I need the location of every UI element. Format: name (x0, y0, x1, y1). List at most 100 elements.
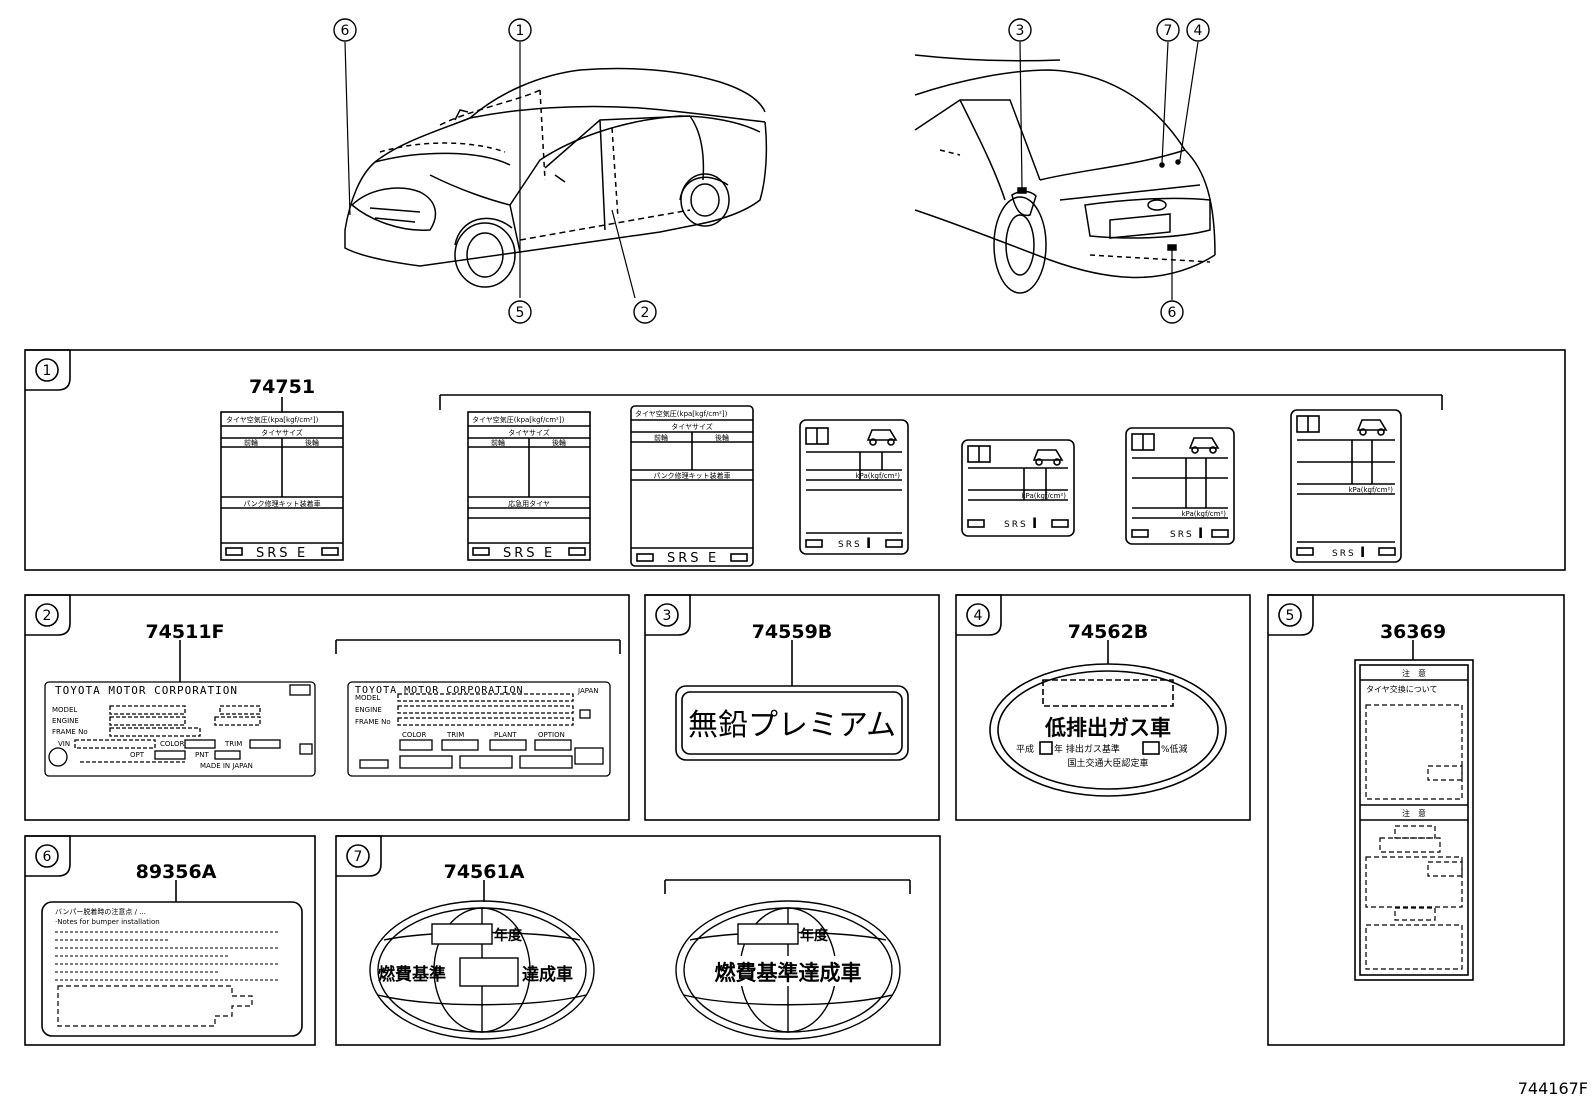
panel-1 (24, 349, 1566, 571)
plate-b-option: OPTION (538, 731, 565, 739)
car-rear-illustration (914, 54, 1216, 294)
tire-a-srs: SRS (256, 546, 291, 561)
plate-b-maker: TOYOTA MOTOR CORPORATION (355, 685, 524, 696)
tire-f-srs-i: I (1198, 526, 1205, 542)
plate-b-plant: PLANT (494, 731, 517, 739)
callout-1-top: 1 (516, 23, 525, 39)
tire-c-rear: 後輪 (715, 433, 729, 442)
tire-c-srs: SRS (667, 551, 702, 566)
fuel-oval-b (675, 900, 901, 1040)
low-emission-standard: 年 排出ガス基準 (1054, 743, 1120, 755)
panel-3-number: 3 (663, 608, 672, 624)
plate-b-color: COLOR (402, 731, 427, 739)
tire-label-d (799, 419, 909, 555)
tire-a-title: タイヤ空気圧(kpa[kgf/cm²]) (226, 415, 319, 424)
callout-2-bottom: 2 (641, 305, 650, 321)
panel-4 (955, 594, 1251, 821)
plate-a-maker: TOYOTA MOTOR CORPORATION (55, 684, 238, 697)
fuel-b-nendo: 年度 (800, 927, 829, 944)
caution-head-1: 注 意 (1402, 668, 1426, 678)
panel-5 (1267, 594, 1565, 1046)
part-number-74562B: 74562B (1068, 621, 1149, 643)
plate-b-frame: FRAME No (355, 718, 391, 726)
tire-e-srs: SRS (1004, 520, 1028, 530)
panel-6 (24, 835, 316, 1046)
tire-d-unit: kPa(kgf/cm²) (855, 472, 900, 480)
tire-c-srs-e: E (708, 551, 719, 566)
tire-b-srs: SRS (503, 546, 538, 561)
plate-a-frame: FRAME No (52, 728, 88, 736)
tire-a-size: タイヤサイズ (261, 428, 303, 437)
low-emission-reduction: %低減 (1161, 743, 1188, 755)
part-number-74751: 74751 (249, 376, 315, 398)
rear-leaders (1019, 41, 1199, 300)
fuel-a-right: 達成車 (522, 964, 573, 985)
tire-b-spare: 応急用タイヤ (508, 499, 550, 508)
tire-b-size: タイヤサイズ (508, 428, 550, 437)
part-number-74511F: 74511F (145, 621, 224, 643)
tire-c-front: 前輪 (654, 433, 668, 442)
tire-d-srs-i: I (866, 536, 873, 552)
tire-g-unit: kPa(kgf/cm²) (1348, 486, 1393, 494)
low-emission-era: 平成 (1016, 743, 1034, 755)
caution-sub-1: タイヤ交換について (1366, 684, 1438, 694)
fuel-a-left: 燃費基準 (378, 964, 446, 985)
tire-e-unit: kPa(kgf/cm²) (1021, 492, 1066, 500)
panel-2 (24, 594, 630, 821)
callout-7-top: 7 (1164, 23, 1173, 39)
panel-2-number: 2 (43, 608, 52, 624)
panel-7-number: 7 (354, 849, 363, 865)
part-number-89356A: 89356A (136, 861, 217, 883)
panel-1-number: 1 (43, 363, 52, 379)
part-number-36369: 36369 (1380, 621, 1446, 643)
fuel-a-nendo: 年度 (494, 927, 523, 944)
panel-6-number: 6 (43, 849, 52, 865)
plate-a-made-in: MADE IN JAPAN (200, 762, 253, 770)
part-number-74561A: 74561A (444, 861, 525, 883)
tire-b-srs-e: E (544, 546, 555, 561)
tire-label-a (220, 411, 344, 561)
tire-label-e (961, 439, 1075, 537)
part-number-74559B: 74559B (752, 621, 833, 643)
tire-e-srs-i: I (1032, 516, 1039, 532)
plate-b-engine: ENGINE (355, 706, 382, 714)
tire-c-title: タイヤ空気圧(kpa[kgf/cm²]) (635, 409, 728, 418)
plate-a-pnt: PNT (195, 751, 209, 759)
tire-a-rear: 後輪 (305, 438, 319, 447)
plate-a-model: MODEL (52, 706, 77, 714)
panel-4-number: 4 (974, 608, 983, 624)
callout-4-top: 4 (1194, 23, 1203, 39)
tire-g-srs: SRS (1332, 549, 1356, 559)
tire-b-rear: 後輪 (552, 438, 566, 447)
tire-label-g (1290, 409, 1402, 563)
plate-a-opt: OPT (130, 751, 145, 759)
vin-plate-a (44, 681, 316, 777)
plate-b-japan: JAPAN (577, 687, 599, 695)
caution-head-2: 注 意 (1402, 808, 1426, 818)
plate-a-vin: VIN (58, 740, 70, 748)
plate-a-engine: ENGINE (52, 717, 79, 725)
low-emission-label: 低排出ガス車 (1044, 716, 1171, 740)
tire-b-front: 前輪 (491, 438, 505, 447)
callout-6-bottom: 6 (1168, 305, 1177, 321)
tire-c-kit: パンク修理キット装着車 (653, 471, 730, 480)
callout-5-bottom: 5 (516, 305, 525, 321)
plate-b-trim: TRIM (446, 731, 464, 739)
front-leaders (344, 41, 636, 299)
tire-f-unit: kPa(kgf/cm²) (1181, 510, 1226, 518)
premium-unleaded-label: 無鉛プレミアム (688, 708, 896, 743)
callout-6-top: 6 (341, 23, 350, 39)
panel-3 (644, 594, 940, 821)
tire-b-title: タイヤ空気圧(kpa[kgf/cm²]) (472, 415, 565, 424)
figure-id: 744167F (1518, 1079, 1588, 1098)
plate-b-model: MODEL (355, 694, 380, 702)
panel-5-number: 5 (1286, 608, 1295, 624)
callout-3-top: 3 (1016, 23, 1025, 39)
tire-a-kit: パンク修理キット装着車 (243, 499, 320, 508)
fuel-oval-a (369, 900, 595, 1040)
vin-plate-b (347, 681, 611, 777)
tire-label-b (467, 411, 591, 561)
car-front-illustration (344, 67, 768, 288)
plate-a-color: COLOR (160, 740, 185, 748)
